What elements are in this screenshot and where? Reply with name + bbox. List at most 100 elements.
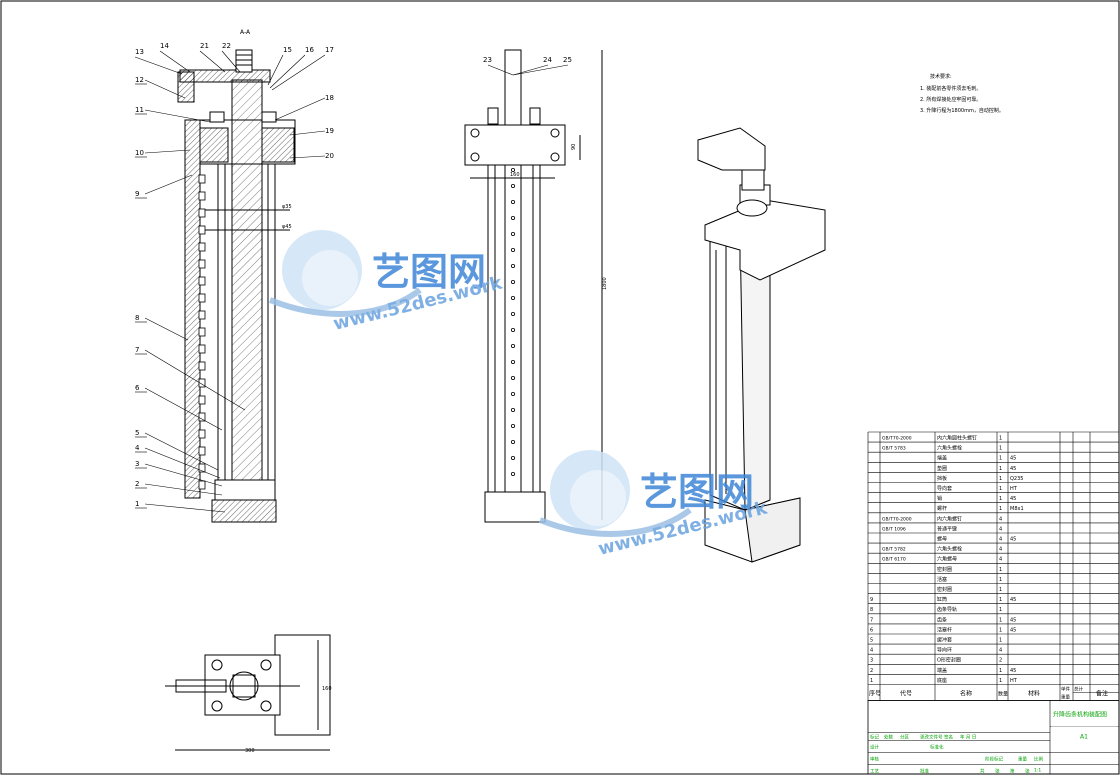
tech-item-3: 3. 升降行程为1800mm，自动控制。: [920, 107, 1004, 114]
bom-material: 45: [1010, 537, 1016, 543]
bom-name: 内六角圆柱头螺钉: [937, 435, 977, 442]
tech-requirements: 技术要求: 1. 装配前各零件须去毛刺。 2. 所有焊接处应牢固可靠。 3. 升…: [920, 73, 1004, 114]
bom-no: 9: [870, 597, 873, 603]
part-callout: 22: [222, 42, 231, 50]
bom-qty: 4: [999, 516, 1002, 522]
tb-label: 处数: [884, 734, 893, 741]
part-callout: 3: [135, 460, 139, 468]
bom-qty: 1: [999, 597, 1002, 603]
leader-line: [289, 130, 326, 136]
bom-qty: 1: [999, 486, 1002, 492]
bom-material: HT: [1010, 486, 1018, 492]
bom-name: 挡板: [937, 475, 947, 482]
leader-line: [144, 149, 191, 154]
leader-line: [269, 54, 306, 89]
leader-line: [144, 349, 246, 411]
rail-hole: [510, 199, 515, 204]
bom-qty: 4: [999, 648, 1002, 654]
plan-view: 300 160: [165, 634, 332, 754]
rack-tooth: [198, 412, 206, 422]
tb-sheet-size: A1: [1080, 734, 1088, 741]
dim-base-height: 160: [322, 686, 332, 692]
tb-label: 年 月 日: [960, 734, 976, 741]
watermark-brand-1: 艺图网: [372, 250, 486, 294]
bom-name: 垫圈: [937, 465, 947, 472]
bom-name: O形密封圈: [937, 657, 961, 664]
tb-row2: 设计: [870, 744, 879, 751]
tb-row4: 工艺: [870, 769, 879, 775]
bom-name: 齿条: [937, 616, 947, 623]
rail-hole: [510, 167, 515, 172]
bom-header-weight: 重量: [1061, 694, 1070, 701]
tb-label: 分区: [900, 734, 909, 741]
part-callout: 5: [135, 429, 139, 437]
rail-hole: [510, 183, 515, 188]
bom-qty: 1: [999, 577, 1002, 583]
bom-no: 6: [870, 627, 873, 633]
bom-qty: 4: [999, 537, 1002, 543]
bom-no: 8: [870, 607, 873, 613]
dim-diameter-1: φ35: [282, 204, 292, 210]
watermark-1: 艺图网 www.52des.work: [268, 230, 505, 335]
bom-code: GB/T 6170: [882, 557, 906, 563]
bom-name: 六角螺母: [937, 556, 957, 563]
leader-line: [144, 387, 223, 431]
leader-line: [274, 97, 326, 121]
bom-qty: 1: [999, 466, 1002, 472]
bom-qty: 2: [999, 658, 1002, 664]
tb-row4: 张: [995, 768, 1000, 775]
tb-scale: 1:1: [1034, 768, 1041, 774]
rack-tooth: [198, 259, 206, 269]
leader-line: [159, 50, 191, 73]
part-callout: 14: [160, 42, 169, 50]
rack-tooth: [198, 208, 206, 218]
rack-tooth: [198, 327, 206, 337]
rail-hole: [510, 247, 515, 252]
dim-side-height: 90: [571, 144, 577, 150]
bom-qty: 1: [999, 506, 1002, 512]
bom-no: 5: [870, 638, 873, 644]
bom-name: 缓冲套: [937, 637, 952, 644]
section-view: A-A φ35 φ45: [177, 29, 296, 523]
bom-code: GB/T 5783: [882, 446, 906, 452]
rail-hole: [510, 391, 515, 396]
bom-name: 普通平键: [937, 525, 957, 532]
bom-name: 密封圈: [937, 566, 952, 573]
dim-base-width: 300: [245, 748, 255, 754]
leader-line: [144, 432, 219, 471]
rail-hole: [510, 263, 515, 268]
leader-line: [144, 109, 211, 123]
bom-header-code: 代号: [900, 690, 912, 698]
bom-qty: 4: [999, 547, 1002, 553]
section-label: A-A: [240, 29, 251, 36]
bom-material: 45: [1010, 597, 1016, 603]
leader-line: [289, 155, 326, 159]
bom-material: 45: [1010, 627, 1016, 633]
part-callout: 9: [135, 190, 139, 198]
tb-row3: 重量: [1018, 756, 1027, 763]
rail-hole: [510, 375, 515, 380]
rail-hole: [510, 311, 515, 316]
rail-hole: [510, 423, 515, 428]
tech-item-1: 1. 装配前各零件须去毛刺。: [920, 85, 981, 92]
rack-tooth: [198, 378, 206, 388]
bom-qty: 1: [999, 456, 1002, 462]
rail-hole: [510, 231, 515, 236]
part-callout: 11: [135, 106, 144, 114]
bom-header-qty: 数量: [998, 691, 1008, 698]
part-callout: 12: [135, 76, 144, 84]
bom-no: 4: [870, 648, 873, 654]
tech-title: 技术要求:: [930, 73, 952, 80]
part-callout: 21: [200, 42, 209, 50]
bom-name: 活塞杆: [937, 626, 952, 633]
bom-qty: 1: [999, 627, 1002, 633]
iso-view: [697, 127, 826, 563]
title-block-frame: [867, 700, 1120, 775]
bom-material: 45: [1010, 466, 1016, 472]
part-callout: 25: [563, 56, 572, 64]
bom-qty: 1: [999, 436, 1002, 442]
tb-label: 更改文件号: [920, 734, 943, 741]
rack-tooth: [198, 429, 206, 439]
bom-name: 密封圈: [937, 586, 952, 593]
